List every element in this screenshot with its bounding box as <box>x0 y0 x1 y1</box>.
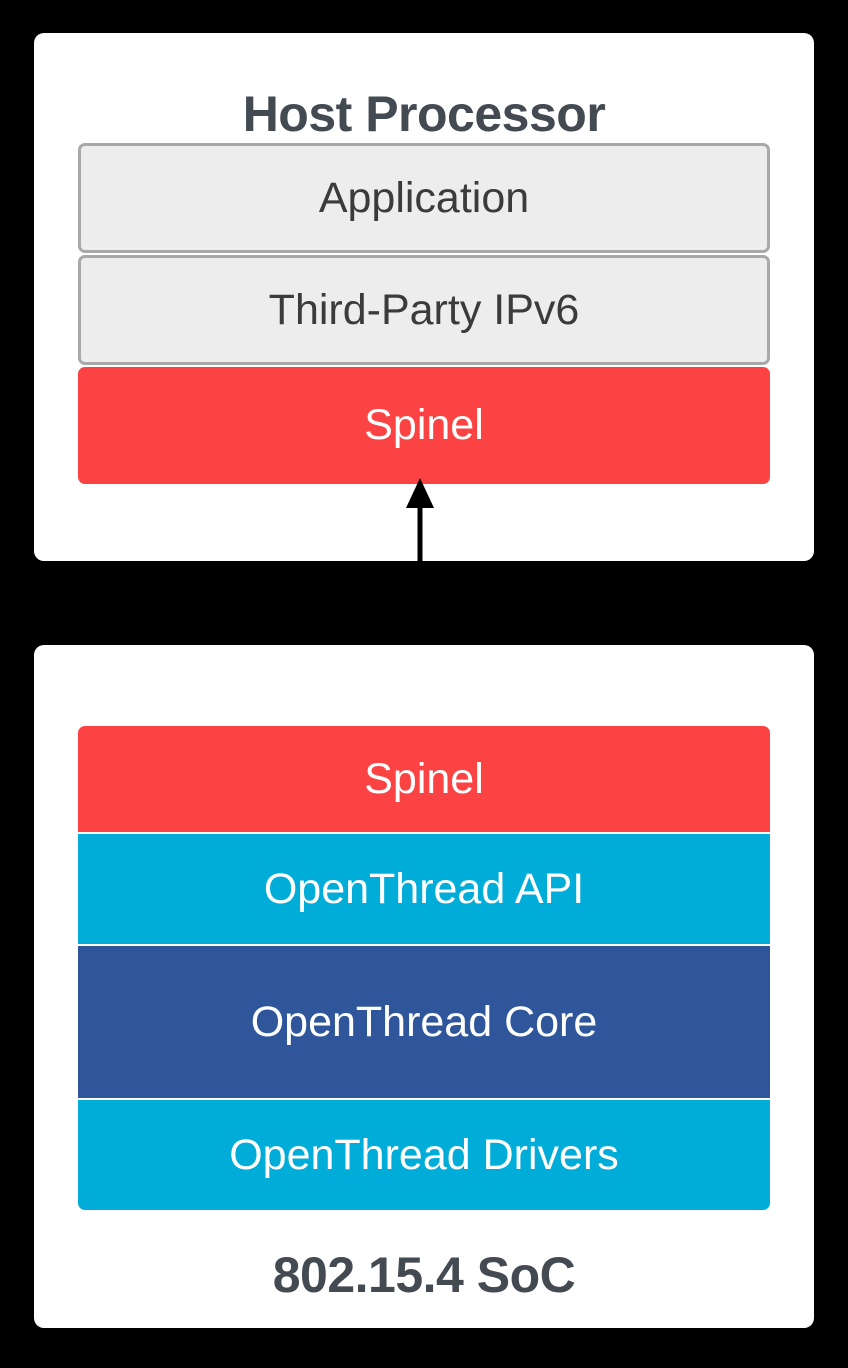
soc-layer-stack: Spinel OpenThread API OpenThread Core Op… <box>78 726 770 1210</box>
layer-openthread-api[interactable]: OpenThread API <box>78 834 770 944</box>
layer-host-spinel[interactable]: Spinel <box>78 367 770 484</box>
layer-openthread-drivers[interactable]: OpenThread Drivers <box>78 1100 770 1210</box>
soc-card: Spinel OpenThread API OpenThread Core Op… <box>34 645 814 1328</box>
host-layer-stack: Application Third-Party IPv6 Spinel <box>78 143 770 484</box>
layer-third-party-ipv6[interactable]: Third-Party IPv6 <box>78 255 770 365</box>
layer-application[interactable]: Application <box>78 143 770 253</box>
layer-soc-spinel[interactable]: Spinel <box>78 726 770 832</box>
layer-openthread-core[interactable]: OpenThread Core <box>78 946 770 1098</box>
host-processor-card: Host Processor Application Third-Party I… <box>34 33 814 561</box>
host-processor-title: Host Processor <box>242 86 606 142</box>
soc-title: 802.15.4 SoC <box>272 1247 576 1303</box>
